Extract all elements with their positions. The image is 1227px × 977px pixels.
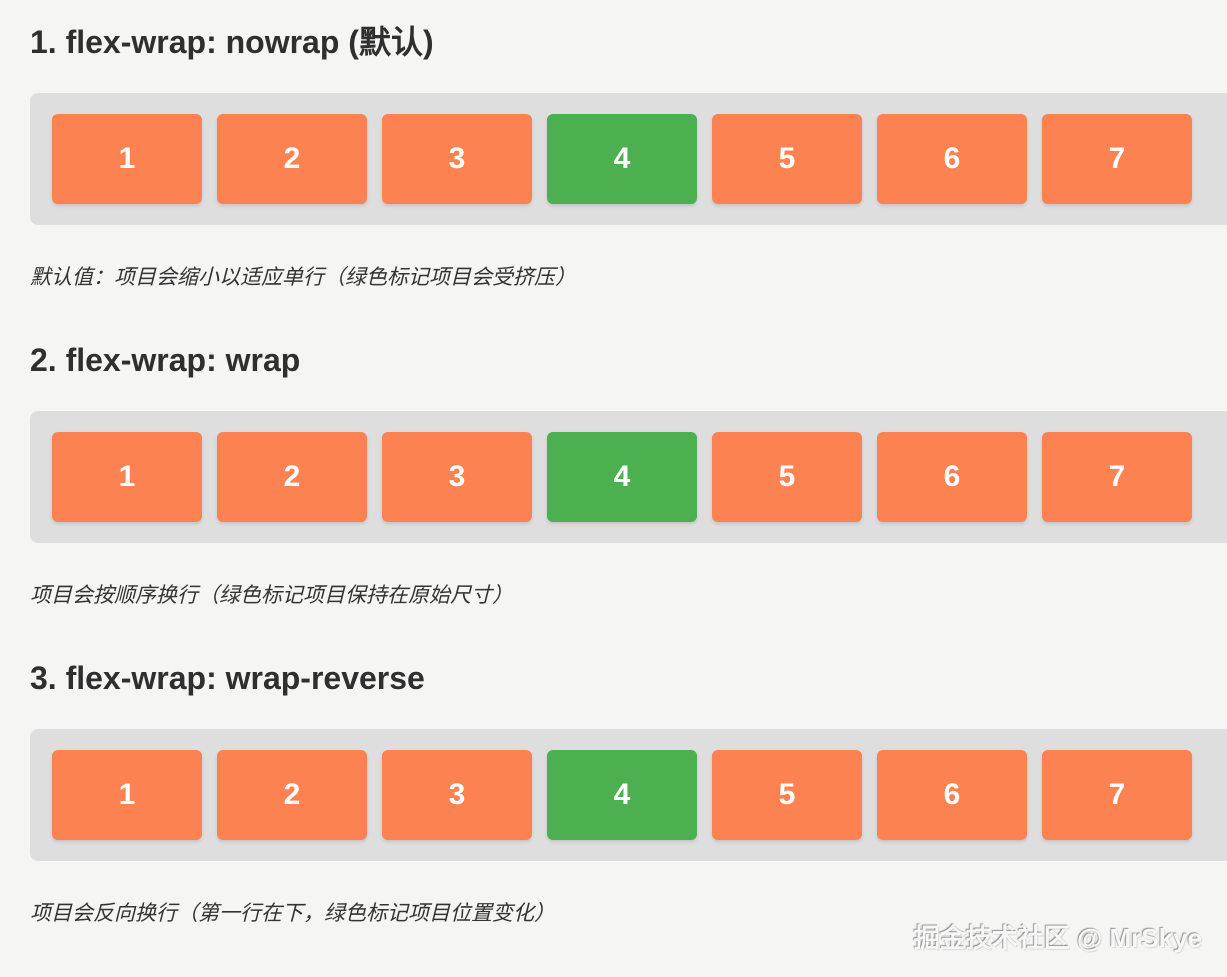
- flex-item-2: 2: [217, 749, 367, 840]
- flex-item-3: 3: [382, 431, 532, 522]
- section-note-wrap-reverse: 项目会反向换行（第一行在下，绿色标记项目位置变化）: [30, 901, 555, 925]
- section-title-nowrap: 1. flex-wrap: nowrap (默认): [30, 24, 434, 60]
- flex-item-5: 5: [712, 431, 862, 522]
- flex-item-3: 3: [382, 749, 532, 840]
- section-note-nowrap: 默认值：项目会缩小以适应单行（绿色标记项目会受挤压）: [30, 265, 576, 289]
- section-title-wrap: 2. flex-wrap: wrap: [30, 341, 301, 378]
- flex-item-2: 2: [217, 113, 367, 204]
- flex-container-wrap-reverse: 1 2 3 4 5 6 7: [30, 728, 1227, 861]
- flex-container-nowrap: 1 2 3 4 5 6 7: [30, 92, 1227, 225]
- flex-item-7: 7: [1042, 749, 1192, 840]
- section-title-wrap-reverse: 3. flex-wrap: wrap-reverse: [30, 659, 425, 696]
- section-flex-wrap-wrap: 2. flex-wrap: wrap 1 2 3 4 5 6 7 项目会按顺序换…: [30, 342, 1227, 608]
- flex-item-3: 3: [382, 113, 532, 204]
- flex-item-4-highlight: 4: [547, 113, 697, 204]
- flex-item-4-highlight: 4: [547, 749, 697, 840]
- flex-item-4-highlight: 4: [547, 431, 697, 522]
- section-flex-wrap-nowrap: 1. flex-wrap: nowrap (默认) 1 2 3 4 5 6 7 …: [30, 24, 1227, 290]
- section-note-wrap: 项目会按顺序换行（绿色标记项目保持在原始尺寸）: [30, 583, 513, 607]
- flex-item-1: 1: [52, 113, 202, 204]
- flex-item-6: 6: [877, 113, 1027, 204]
- flex-item-1: 1: [52, 749, 202, 840]
- flex-item-5: 5: [712, 749, 862, 840]
- flex-item-5: 5: [712, 113, 862, 204]
- flex-item-2: 2: [217, 431, 367, 522]
- flex-item-7: 7: [1042, 113, 1192, 204]
- flex-item-6: 6: [877, 431, 1027, 522]
- watermark: 掘金技术社区 @ MrSkye: [913, 923, 1202, 953]
- flex-item-7: 7: [1042, 431, 1192, 522]
- flex-item-6: 6: [877, 749, 1027, 840]
- flex-container-wrap: 1 2 3 4 5 6 7: [30, 410, 1227, 543]
- section-flex-wrap-wrap-reverse: 3. flex-wrap: wrap-reverse 1 2 3 4 5 6 7…: [30, 660, 1227, 926]
- flex-item-1: 1: [52, 431, 202, 522]
